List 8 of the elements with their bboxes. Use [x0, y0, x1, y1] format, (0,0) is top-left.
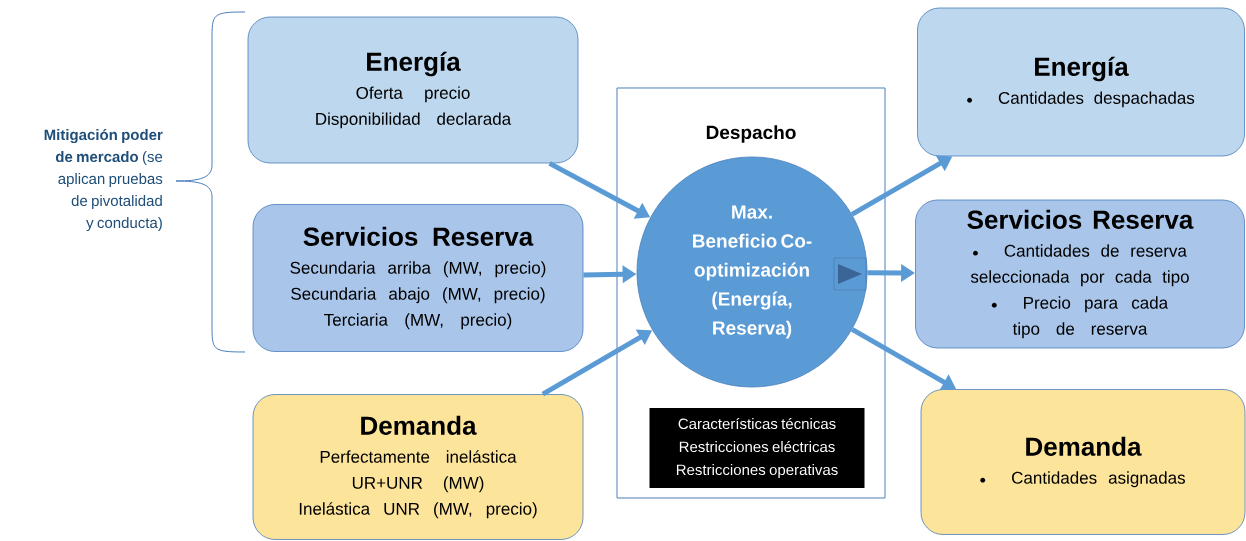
constraints-box: Características técnicas Restricciones eléctricas Restricciones operativas: [649, 408, 865, 488]
note-text: Mitigación poder de mercado (se aplican pruebas de pivotalidad y conducta): [44, 128, 163, 232]
input-box: Energía Oferta precio Disponibilidad declarada: [247, 16, 579, 164]
input-box: Energía Cantidades despachadas: [917, 7, 1245, 157]
input-box: Demanda Perfectamente inelástica UR+UNR (MW) Inelástica UNR (MW, precio): [252, 394, 584, 540]
input-box: Servicios Reserva Cantidades de reserva seleccionada por cada tipo Precio para cada tipo de reserva: [915, 199, 1245, 349]
input-box: Servicios Reserva Secundaria arriba (MW, precio) Secundaria abajo (MW, precio) Terciaria (MW, precio): [252, 204, 584, 352]
input-box: Demanda Cantidades asignadas: [920, 389, 1246, 535]
